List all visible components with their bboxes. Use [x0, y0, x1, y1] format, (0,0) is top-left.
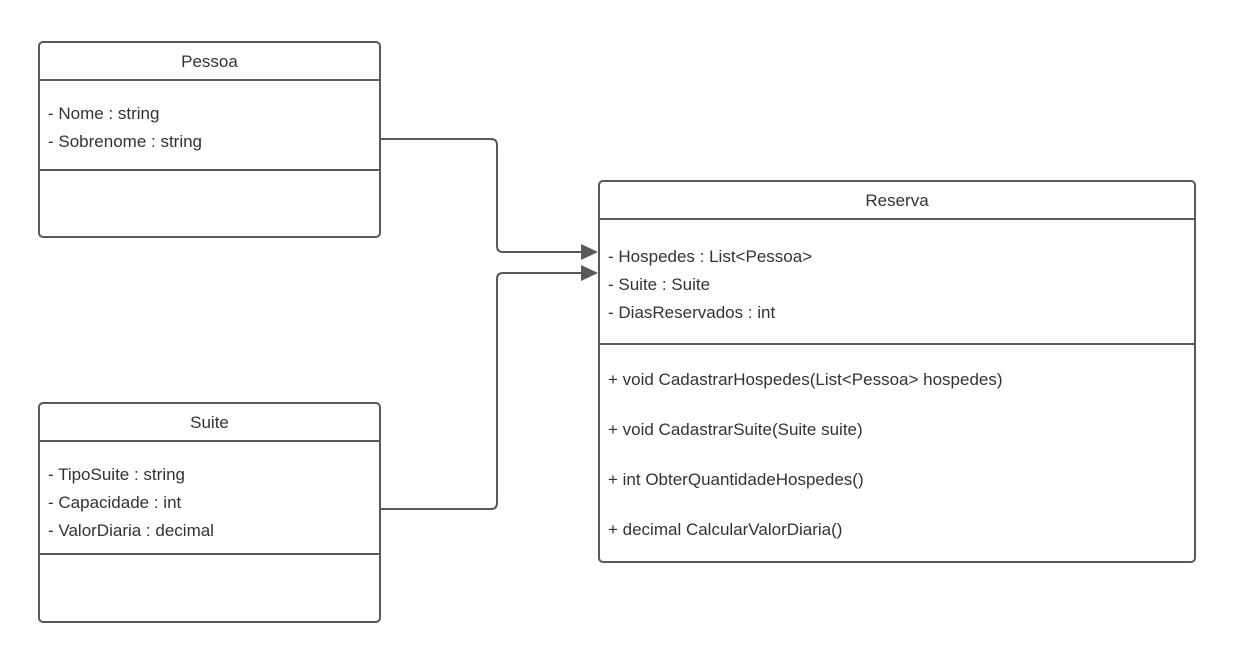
class-method: + void CadastrarHospedes(List<Pessoa> ho… — [608, 370, 1003, 389]
class-method: + decimal CalcularValorDiaria() — [608, 520, 843, 539]
class-attribute: - Capacidade : int — [48, 493, 182, 512]
class-title-pessoa: Pessoa — [40, 43, 379, 81]
arrowhead-icon — [581, 244, 598, 260]
connector-suite-to-reserva[interactable] — [381, 265, 598, 510]
class-attribute: - Nome : string — [48, 104, 160, 123]
class-title-suite: Suite — [40, 404, 379, 442]
class-method: + int ObterQuantidadeHospedes() — [608, 470, 864, 489]
class-title-reserva: Reserva — [600, 182, 1194, 220]
arrowhead-icon — [581, 265, 598, 281]
class-attribute: - ValorDiaria : decimal — [48, 521, 214, 540]
class-box-pessoa[interactable]: Pessoa - Nome : string - Sobrenome : str… — [38, 41, 381, 238]
class-box-suite[interactable]: Suite - TipoSuite : string - Capacidade … — [38, 402, 381, 623]
class-methods-pessoa — [40, 171, 379, 236]
class-attributes-suite: - TipoSuite : string - Capacidade : int … — [40, 442, 379, 555]
class-attribute: - DiasReservados : int — [608, 303, 776, 322]
class-attributes-reserva: - Hospedes : List<Pessoa> - Suite : Suit… — [600, 220, 1194, 345]
class-methods-reserva: + void CadastrarHospedes(List<Pessoa> ho… — [600, 345, 1194, 561]
connector-pessoa-to-reserva[interactable] — [381, 138, 598, 260]
class-attribute: - Hospedes : List<Pessoa> — [608, 247, 813, 266]
class-attribute: - Sobrenome : string — [48, 132, 203, 151]
class-attribute: - TipoSuite : string — [48, 465, 186, 484]
class-box-reserva[interactable]: Reserva - Hospedes : List<Pessoa> - Suit… — [598, 180, 1196, 563]
class-attributes-pessoa: - Nome : string - Sobrenome : string — [40, 81, 379, 171]
class-methods-suite — [40, 555, 379, 621]
class-method: + void CadastrarSuite(Suite suite) — [608, 420, 863, 439]
class-attribute: - Suite : Suite — [608, 275, 711, 294]
